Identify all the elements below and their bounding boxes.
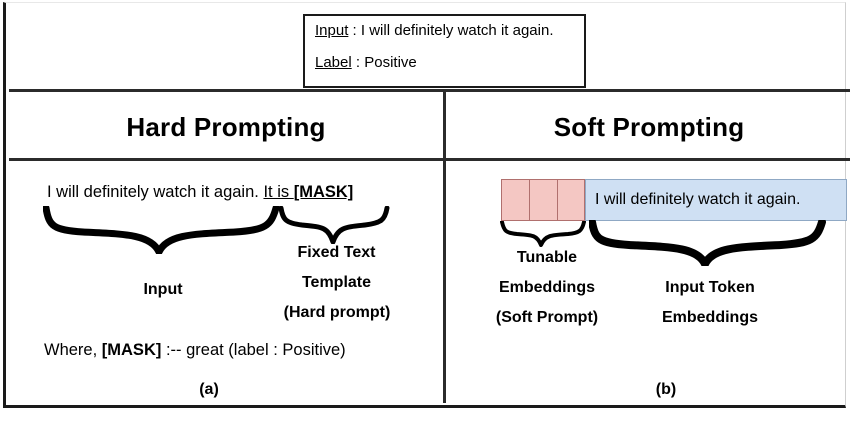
soft-prompt-cell-3 xyxy=(557,179,585,221)
example-box: Input : I will definitely watch it again… xyxy=(303,14,586,88)
hard-template-prefix: It is xyxy=(263,183,294,201)
brace-input-token-embeddings xyxy=(589,220,827,266)
input-embedding-box: I will definitely watch it again. xyxy=(585,179,847,221)
example-input-key: Input xyxy=(315,22,349,39)
brace-tunable-embeddings xyxy=(500,221,586,247)
example-input-value: I will definitely watch it again. xyxy=(360,22,554,39)
label-token-embeddings: Embeddings xyxy=(661,309,758,326)
hard-input-sentence: I will definitely watch it again. xyxy=(47,183,259,201)
panel-hard-prompting: I will definitely watch it again. It is … xyxy=(9,161,443,409)
hard-mask-token: [MASK] xyxy=(293,183,354,201)
brace-fixed-template xyxy=(278,206,390,244)
label-tunable: Tunable xyxy=(516,249,578,266)
label-tunable-embeddings: Embeddings xyxy=(498,279,595,296)
example-label-value: Positive xyxy=(364,54,417,71)
example-input-row: Input : I will definitely watch it again… xyxy=(315,22,584,40)
column-header-hard-prompting: Hard Prompting xyxy=(126,111,326,142)
panel-soft-prompting: I will definitely watch it again. Tunabl… xyxy=(446,161,850,409)
label-template: Template xyxy=(301,274,372,291)
divider-middle xyxy=(9,158,850,161)
label-hard-prompt: (Hard prompt) xyxy=(283,304,391,321)
where-prefix: Where, xyxy=(44,341,102,359)
where-suffix: :-- great (label : Positive) xyxy=(161,341,346,359)
example-label-key: Label xyxy=(315,54,352,71)
example-input-colon: : xyxy=(348,22,361,39)
subfigure-label-b: (b) xyxy=(655,381,677,398)
label-input: Input xyxy=(143,281,183,298)
subfigure-label-a: (a) xyxy=(199,381,219,398)
soft-prompt-cell-2 xyxy=(529,179,557,221)
where-line: Where, [MASK] :-- great (label : Positiv… xyxy=(44,341,346,360)
label-input-token: Input Token xyxy=(665,279,755,296)
where-mask-token: [MASK] xyxy=(101,341,162,359)
embedding-strip: I will definitely watch it again. xyxy=(501,179,847,221)
divider-top xyxy=(9,89,850,92)
brace-input xyxy=(43,206,281,254)
example-label-row: Label : Positive xyxy=(315,54,584,72)
hard-prompt-line: I will definitely watch it again. It is … xyxy=(47,183,353,202)
soft-prompt-cell-1 xyxy=(501,179,529,221)
example-label-colon: : xyxy=(351,54,365,71)
figure-container: Input : I will definitely watch it again… xyxy=(3,2,850,409)
label-soft-prompt: (Soft Prompt) xyxy=(495,309,599,326)
label-fixed-text: Fixed Text xyxy=(297,244,376,261)
divider-vertical xyxy=(443,91,446,403)
input-embedding-text: I will definitely watch it again. xyxy=(595,191,801,208)
column-header-soft-prompting: Soft Prompting xyxy=(553,111,745,142)
